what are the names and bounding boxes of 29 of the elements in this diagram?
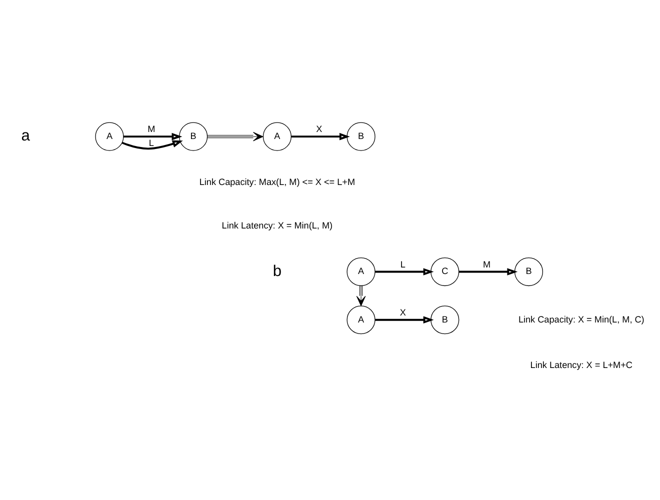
edge-label: L: [400, 259, 406, 270]
node-circle: A: [346, 257, 376, 286]
label: Link Capacity: Max(L, M) <= X <= L+M: [199, 176, 356, 187]
edge-label: M: [483, 259, 491, 270]
edge-label: X: [400, 307, 406, 318]
label: Link Latency: X = L+M+C: [530, 360, 632, 370]
node-circle: A: [346, 306, 376, 334]
arrow: [291, 132, 350, 140]
node-circle: B: [430, 306, 460, 334]
node-circle: A: [95, 122, 124, 151]
arrow: [207, 132, 264, 142]
node-circle: B: [514, 257, 544, 286]
arrow: [458, 268, 518, 276]
node-circle: B: [346, 122, 376, 151]
edge-label: M: [148, 124, 156, 134]
edge-label: X: [316, 124, 322, 134]
edge-label: L: [148, 138, 154, 148]
node-circle: A: [262, 122, 292, 151]
label: a: [21, 128, 30, 145]
label: Link Capacity: X = Min(L, M, C): [518, 314, 644, 324]
node-circle: B: [179, 122, 208, 151]
arrow: [375, 316, 434, 324]
arrow: [124, 132, 182, 140]
label: Link Latency: X = Min(L, M): [222, 220, 333, 230]
arrow: [122, 140, 183, 150]
arrow: [356, 286, 366, 306]
label: b: [272, 262, 282, 280]
arrow: [375, 268, 434, 276]
node-circle: C: [430, 257, 460, 286]
